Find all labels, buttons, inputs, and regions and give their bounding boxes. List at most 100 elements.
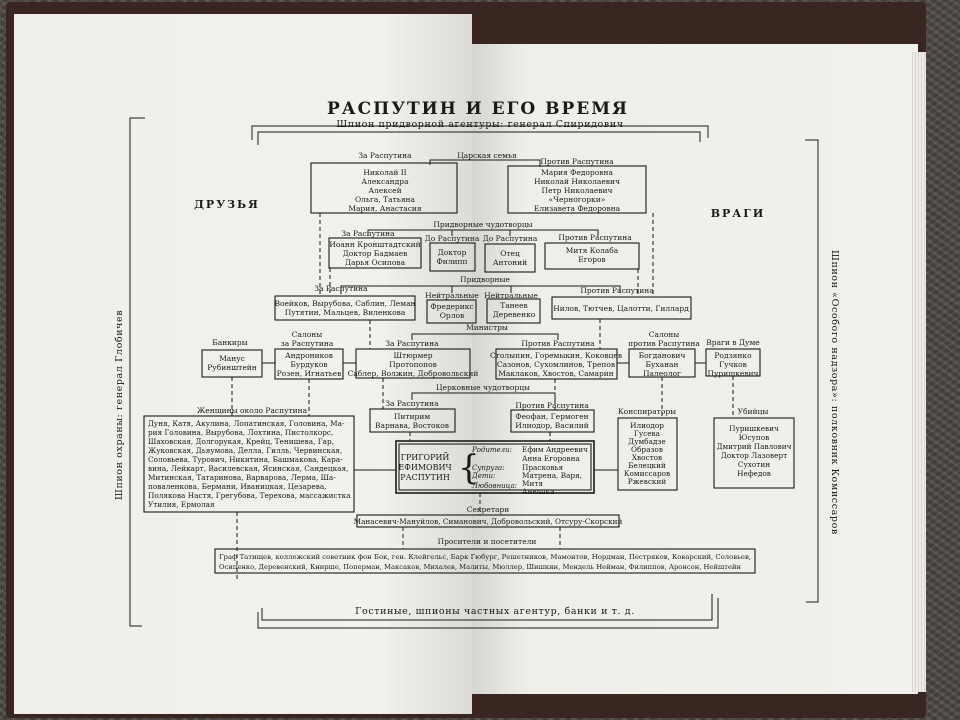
- royal-against-name: Петр Николаевич: [542, 186, 613, 195]
- enemies-label: ВРАГИ: [711, 207, 766, 220]
- minister-against-name: Сазонов, Сухомлинов, Трепов: [497, 360, 615, 369]
- conspirators-label: Конспираторы: [618, 407, 676, 416]
- church-against-name: Илиодор, Василий: [515, 421, 588, 430]
- women-line: Жуковская, Дьяумова, Делла, Гилль, Черви…: [148, 446, 342, 455]
- salon-against-name: Буханан: [645, 360, 678, 369]
- visitors-label: Просители и посетители: [438, 537, 537, 546]
- duma-name: Родзянко: [714, 351, 752, 360]
- conspirator-name: Хвостов: [632, 453, 662, 462]
- women-line: Полякова Настя, Грегубова, Терехова, мас…: [148, 491, 351, 500]
- parents-label: Родители:: [471, 446, 512, 454]
- dashed-connectors: [231, 213, 734, 580]
- bankers-label: Банкиры: [212, 338, 247, 347]
- healers-until1-name: Филипп: [437, 257, 468, 266]
- conspirator-name: Илиодор: [630, 421, 664, 430]
- secretaries-names: Манасевич-Мануйлов, Симанович, Доброволь…: [354, 517, 623, 526]
- healers-until2-label: До Распутина: [483, 234, 538, 243]
- killers-label: Убийцы: [738, 407, 769, 416]
- courtiers-neutral1-name: Фредерикс: [430, 302, 473, 311]
- bottom-caption: Гостиные, шпионы частных агентур, банки …: [355, 606, 635, 617]
- visitors-box: [214, 548, 756, 574]
- healers-until1-name: Доктор: [438, 248, 467, 257]
- frame-bottom-inner: [261, 594, 713, 621]
- healers-until2-name: Антоний: [493, 258, 527, 267]
- diagram-title: РАСПУТИН И ЕГО ВРЕМЯ: [327, 99, 629, 119]
- women-label: Женщины около Распутина: [197, 406, 308, 415]
- rasputin-name: ЕФИМОВИЧ: [398, 463, 451, 472]
- women-box: [143, 415, 355, 513]
- royal-against-name: Елизавета Федоровна: [534, 204, 621, 213]
- frame-left: [129, 117, 145, 627]
- frame-bottom: [257, 598, 719, 629]
- minister-against-name: Столыпин, Горемыкин, Коковцев: [490, 351, 622, 360]
- killer-name: Нефедов: [737, 469, 771, 478]
- ministers-against-label: Против Распутина: [521, 339, 595, 348]
- women-line: поваленкова, Бермани, Иваницкая, Цезарев…: [148, 482, 327, 491]
- visitors-line: Осипенко, Деревенский, Книрше, Поперман,…: [219, 563, 741, 571]
- church-for-name: Питирим: [394, 412, 430, 421]
- royal-against-name: Николай Николаевич: [534, 177, 620, 186]
- rasputin-name: РАСПУТИН: [400, 473, 450, 482]
- courtiers-against-box: [551, 296, 692, 320]
- salons-for-label: за Распутина: [281, 339, 334, 348]
- conspirator-name: Думбадзе: [628, 437, 665, 446]
- page-edges: [912, 52, 926, 692]
- church-for-name: Варнава, Востоков: [375, 421, 449, 430]
- royal-against-label: Против Распутина: [540, 157, 614, 166]
- salon-for-name: Бурдуков: [290, 360, 327, 369]
- courtiers-neutral1-box: [426, 299, 477, 324]
- royal-against-box: [507, 165, 647, 214]
- salon-for-name: Розен, Игнатьев: [277, 369, 342, 378]
- frame-top: [251, 125, 709, 140]
- duma-label: Враги в Думе: [706, 338, 760, 347]
- healers-until2-box: [484, 243, 536, 273]
- right-spy-caption: Шпион «Особого надзора»: полковник Комис…: [829, 250, 840, 535]
- church-for-label: За Распутина: [385, 399, 439, 408]
- mistress-name: Анюшка: [522, 487, 555, 496]
- women-line: вина, Лейкарт, Василевская, Ясинская, Са…: [148, 464, 348, 473]
- courtiers-for-name: Воейков, Вырубова, Саблин, Леман: [274, 299, 415, 308]
- frame-top-inner: [257, 131, 701, 145]
- ministers-for-label: За Распутина: [385, 339, 439, 348]
- ministers-label: Министры: [466, 323, 508, 332]
- courtiers-for-name: Путятин, Мальцев, Виленкова: [285, 308, 406, 317]
- friends-label: ДРУЗЬЯ: [194, 198, 260, 211]
- royal-for-name: Ольга, Татьяна: [355, 195, 416, 204]
- duma-name: Гучков: [719, 360, 747, 369]
- visitors-line: Граф Татищев, коллежский советник фон Бо…: [219, 553, 751, 561]
- conspirator-name: Образов: [631, 445, 663, 454]
- courtiers-neutral2-label: Нейтральные: [484, 291, 538, 300]
- ministers-against-box: [495, 348, 618, 380]
- conspirator-name: Белецкий: [628, 461, 666, 470]
- courtiers-neutral2-name: Деревенко: [493, 310, 536, 319]
- parent-name: Ефим Андреевич: [522, 445, 588, 454]
- killer-name: Дмитрий Павлович: [717, 442, 792, 451]
- killer-name: Сухотин: [738, 460, 770, 469]
- women-line: Утилия, Ермолая: [148, 500, 215, 509]
- salon-against-name: Богданович: [639, 351, 686, 360]
- banker-name: Манус: [219, 354, 245, 363]
- secretaries-label: Секретари: [467, 505, 510, 514]
- healers-until1-label: До Распутина: [425, 234, 480, 243]
- healers-for-name: Дарья Осипова: [345, 258, 406, 267]
- women-line: Митинская, Татаринова, Варварова, Лерма,…: [148, 473, 336, 482]
- healers-ticks: [451, 230, 511, 236]
- courtiers-for-label: За Распутина: [314, 284, 368, 293]
- conspirator-name: Ржевский: [628, 477, 667, 486]
- salons-for-label: Салоны: [292, 330, 322, 339]
- healers-for-name: Доктор Бадмаев: [343, 249, 408, 258]
- courtiers-neutral1-label: Нейтральные: [425, 291, 479, 300]
- conspirator-name: Гусева: [634, 429, 661, 438]
- royal-for-name: Александра: [361, 177, 409, 186]
- courtiers-neutral2-name: Танеев: [500, 301, 528, 310]
- royal-for-name: Мария, Анастасия: [348, 204, 422, 213]
- mistress-label: Любовница:: [471, 482, 517, 490]
- children-label: Дети:: [471, 472, 495, 480]
- killer-name: Пуришкевич: [729, 424, 779, 433]
- courtiers-neutral2-box: [486, 298, 541, 324]
- secretaries-box: [356, 514, 620, 528]
- healers-label: Придворные чудотворцы: [433, 220, 532, 229]
- healers-against-label: Против Распутина: [558, 233, 632, 242]
- children-name: Матрена, Варя,: [522, 471, 582, 480]
